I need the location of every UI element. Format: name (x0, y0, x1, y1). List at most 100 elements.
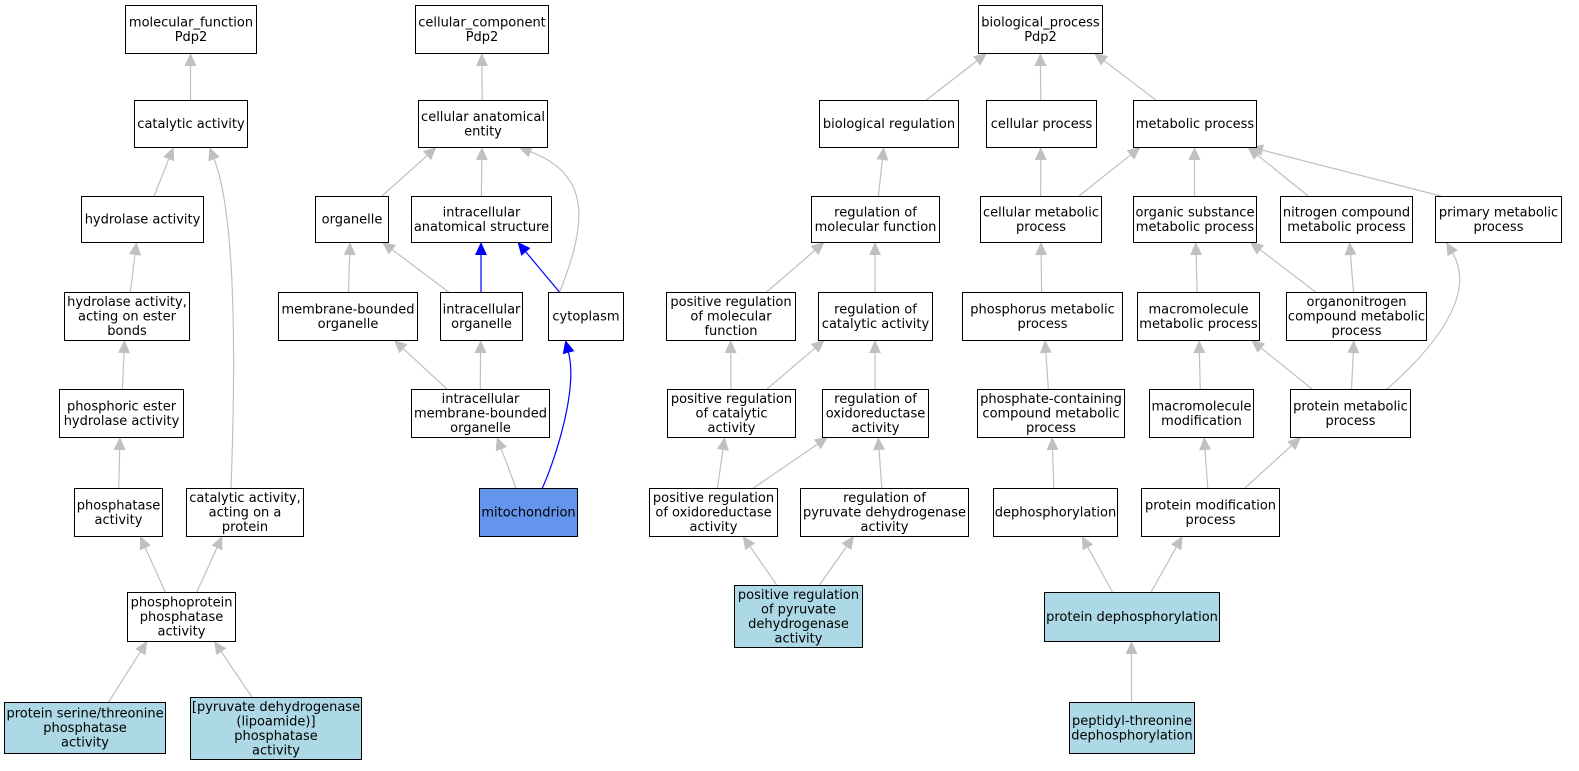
node-box (734, 585, 863, 648)
edge-macromod-to-macromet (1193, 340, 1206, 390)
node-pdh-phosphatase[interactable]: [pyruvate dehydrogenase(lipoamide)]phosp… (190, 697, 362, 760)
edge-posregoxido-to-regoxido (753, 437, 828, 489)
edge-line (403, 348, 448, 390)
node-label-line: protein modification (1145, 498, 1276, 513)
edge-cae-to-cc_root (475, 53, 488, 101)
node-protdephos[interactable]: protein dephosphorylation (1044, 592, 1220, 642)
node-catalytic[interactable]: catalytic activity (134, 100, 248, 148)
edge-arrowhead-icon (1046, 437, 1059, 451)
node-box (666, 292, 796, 341)
node-label-line: protein serine/threonine (6, 707, 163, 722)
node-mito[interactable]: mitochondrion (479, 488, 578, 537)
node-bioreg[interactable]: biological regulation (819, 100, 959, 148)
node-label-line: metabolic process (1139, 317, 1258, 332)
node-box (800, 488, 969, 537)
node-cytoplasm[interactable]: cytoplasm (548, 292, 624, 341)
node-label-line: catalytic activity, (189, 491, 301, 506)
edge-line (1204, 449, 1209, 489)
node-ser-thr[interactable]: protein serine/threoninephosphataseactiv… (4, 702, 166, 754)
edge-phosphoprotein-to-cat_protein (196, 536, 223, 593)
edge-arrowhead-icon (869, 340, 881, 353)
edge-arrowhead-icon (1287, 437, 1301, 451)
edge-line (220, 651, 253, 698)
node-label-line: process (1326, 414, 1376, 429)
edge-line (1386, 252, 1461, 390)
node-organelle[interactable]: organelle (315, 196, 389, 243)
edge-arrowhead-icon (1190, 242, 1203, 256)
edge-catalytic-to-mf_root (184, 53, 197, 100)
edge-cat_protein-to-catalytic (208, 147, 235, 489)
edge-arrowhead-icon (810, 242, 825, 256)
node-label-line: organic substance (1136, 205, 1255, 220)
edge-posregpdh-to-regpdh (819, 536, 854, 586)
edge-posregcat-to-posregmf (724, 340, 737, 390)
edge-organelle-to-cae (381, 147, 437, 197)
edge-line (347, 254, 351, 293)
edge-protmet-to-primary (1386, 242, 1461, 390)
node-label-line: catalytic activity (822, 317, 930, 332)
node-label-line: biological regulation (823, 117, 955, 132)
edge-line (144, 547, 166, 593)
node-box (127, 592, 236, 642)
node-metproc[interactable]: metabolic process (1133, 100, 1257, 148)
node-label-line: of pyruvate (761, 602, 836, 617)
edge-protdephos-to-dephos (1081, 536, 1113, 593)
node-box (548, 292, 624, 341)
node-cellproc[interactable]: cellular process (986, 100, 1097, 148)
node-label-line: metabolic process (1136, 220, 1255, 235)
edge-arrowhead-icon (1251, 340, 1266, 353)
node-label-line: hydrolase activity (64, 414, 180, 429)
node-box (1069, 702, 1195, 754)
node-hydrolase[interactable]: hydrolase activity (81, 196, 204, 243)
edge-mito-to-cytoplasm (541, 340, 575, 489)
node-label-line: process (1016, 220, 1066, 235)
node-label-line: oxidoreductase (826, 407, 926, 422)
edge-arrowhead-icon (211, 536, 223, 551)
node-label-line: membrane-bounded (281, 302, 414, 317)
edge-arrowhead-icon (139, 536, 151, 551)
node-label-line: cellular metabolic (983, 205, 1099, 220)
node-dephos[interactable]: dephosphorylation (993, 488, 1118, 537)
node-label-line: molecular_function (129, 15, 253, 30)
edge-protmod-to-protmet (1244, 437, 1301, 489)
node-box (978, 5, 1103, 54)
edge-dephos-to-phoscont (1046, 437, 1059, 489)
node-label-line: cellular anatomical (421, 110, 545, 125)
node-label-line: biological_process (981, 15, 1100, 30)
node-label-line: phosphate-containing (980, 392, 1122, 407)
